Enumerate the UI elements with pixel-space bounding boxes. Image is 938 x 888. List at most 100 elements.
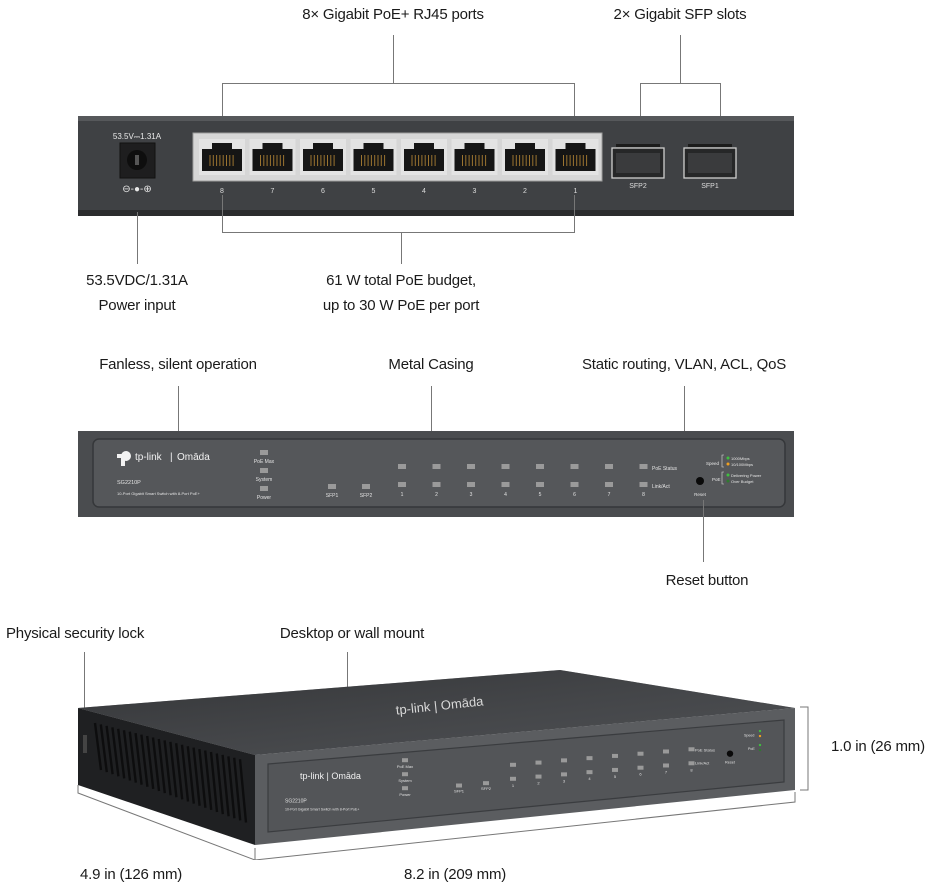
rj45-port-label: 4 <box>422 188 426 195</box>
led-link-act-port-2 <box>432 482 441 487</box>
legend-poe-over-budget: Over Budget <box>731 479 754 484</box>
model-description: 10-Port Gigabit Smart Switch with 8-Port… <box>117 491 200 496</box>
vent-slot <box>93 722 103 771</box>
rj45-port-7[interactable] <box>249 139 296 175</box>
vent-slot <box>227 756 236 819</box>
iso-led-poe-1 <box>510 762 516 767</box>
led-port-number: 6 <box>573 492 576 498</box>
height-dimension-line <box>800 706 809 791</box>
iso-led-port-number: 7 <box>665 769 668 774</box>
led-port-number: 5 <box>539 492 542 498</box>
rj45-port-2[interactable] <box>502 139 548 175</box>
vent-slot <box>186 746 195 804</box>
rj45-port-4[interactable] <box>401 139 447 175</box>
rj45-port-6[interactable] <box>300 139 346 175</box>
rj45-socket <box>202 143 242 171</box>
vent-slot <box>99 724 108 773</box>
iso-led-poe-8 <box>688 747 695 752</box>
vent-slot <box>157 738 166 794</box>
led-port-number: 8 <box>642 492 645 498</box>
rj45-port-label: 1 <box>574 188 578 195</box>
reset-button[interactable] <box>696 477 704 485</box>
led-port-number: 3 <box>470 492 473 498</box>
callout-power-line2: Power input <box>98 297 176 314</box>
iso-led-system <box>402 772 408 777</box>
led-poe-max <box>260 450 268 455</box>
vent-slot <box>122 730 132 781</box>
legend-speed-10-100: 10/100Mbps <box>731 462 753 467</box>
sfp-slot-label: SFP1 <box>701 183 719 190</box>
iso-led-link-8 <box>688 761 695 766</box>
brand-separator: | <box>170 452 173 463</box>
iso-led-poe-max <box>402 758 408 763</box>
led-sfp2 <box>362 484 370 489</box>
legend-speed-1000: 1000Mbps <box>731 456 750 461</box>
led-port-number: 4 <box>504 492 507 498</box>
rj45-port-1[interactable] <box>552 139 599 175</box>
leader-line <box>84 652 85 708</box>
iso-switch-drawing: tp-link | Omāda tp-link | OmādaSG2210P10… <box>77 670 809 860</box>
led-link-act-port-5 <box>536 482 544 487</box>
callout-fanless: Fanless, silent operation <box>99 356 257 373</box>
iso-row-label: Link/Act <box>695 761 710 766</box>
iso-led-link-7 <box>663 763 669 768</box>
iso-reset-button[interactable] <box>726 750 734 757</box>
vent-slot <box>238 759 248 823</box>
rj45-port-3[interactable] <box>451 139 498 175</box>
rj45-port-8[interactable] <box>199 139 245 175</box>
vent-slot <box>192 747 201 806</box>
vent-slot <box>117 728 126 779</box>
leader-line <box>684 386 685 432</box>
sfp-interior <box>688 153 732 173</box>
iso-row-label: PoE Status <box>695 748 715 753</box>
iso-led-power <box>402 786 408 791</box>
iso-led-label: System <box>398 778 412 783</box>
led-port-number: 7 <box>608 492 611 498</box>
iso-legend-dot-green <box>758 729 762 733</box>
row-label-poe-status: PoE Status <box>652 466 678 472</box>
rj45-port-label: 2 <box>523 188 527 195</box>
led-port-number: 1 <box>401 492 404 498</box>
sfp-slot-sfp1[interactable] <box>683 144 737 179</box>
callout-width: 8.2 in (209 mm) <box>404 866 507 883</box>
sfp-slot-sfp2[interactable] <box>611 144 665 179</box>
leader-line <box>640 83 641 131</box>
iso-logo: tp-link | Omāda <box>300 771 361 781</box>
leader-line <box>178 386 179 432</box>
tp-link-logo-icon <box>117 451 131 466</box>
iso-led-label: Power <box>399 792 411 797</box>
led-link-act-port-3 <box>467 482 475 487</box>
led-label: SFP2 <box>360 493 373 499</box>
polarity-symbol: ⊖-●-⊕ <box>122 184 151 195</box>
rj45-port-label: 7 <box>271 188 275 195</box>
leader-line <box>431 386 432 432</box>
led-poe-status-port-5 <box>536 464 544 469</box>
led-poe-status-port-3 <box>467 464 475 469</box>
iso-led-label: SFP2 <box>481 786 492 791</box>
callout-features: Static routing, VLAN, ACL, QoS <box>581 356 787 373</box>
callout-power-line1: 53.5VDC/1.31A <box>86 272 188 289</box>
led-poe-status-port-4 <box>501 464 510 469</box>
leader-line <box>640 83 721 84</box>
vent-slot <box>180 744 190 802</box>
led-label: System <box>256 477 273 483</box>
iso-led-port-number: 4 <box>588 776 591 781</box>
iso-led-poe-3 <box>561 758 567 763</box>
rj45-socket <box>353 143 394 171</box>
leader-line <box>680 35 681 84</box>
led-link-act-port-8 <box>639 482 648 487</box>
led-power <box>260 486 268 491</box>
rj45-port-5[interactable] <box>350 139 397 175</box>
led-link-act-port-4 <box>501 482 510 487</box>
iso-led-link-5 <box>612 767 618 772</box>
sub-brand-name: Omāda <box>177 452 210 463</box>
legend-poe-delivering: Delivering Power <box>731 473 762 478</box>
rj45-socket <box>303 143 343 171</box>
leader-line <box>137 212 138 264</box>
led-port-number: 2 <box>435 492 438 498</box>
vent-slot <box>198 748 207 808</box>
rj45-socket <box>555 143 596 171</box>
rj45-socket <box>454 143 495 171</box>
row-label-link-act: Link/Act <box>652 484 670 490</box>
front-bezel <box>92 438 786 508</box>
